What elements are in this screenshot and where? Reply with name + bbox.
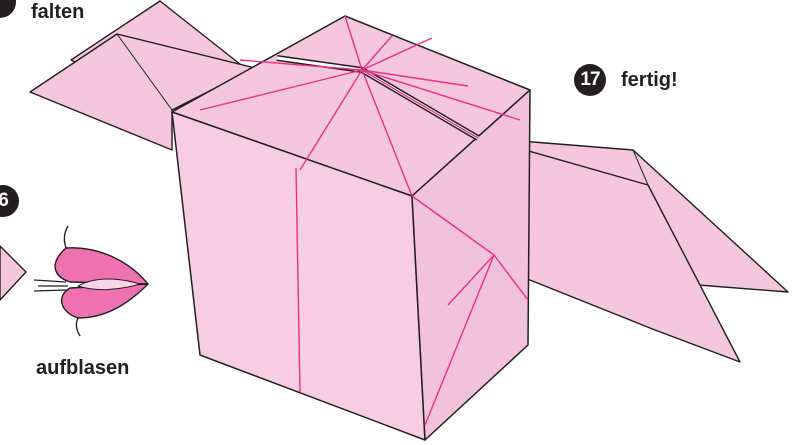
air-line-1 <box>34 280 66 282</box>
step-badge-final: 17 <box>574 64 606 96</box>
previous-step-shape <box>0 246 26 300</box>
balloon-top-stem <box>64 226 68 248</box>
inflate-balloon <box>34 226 148 336</box>
balloon-top-lobe <box>55 248 148 284</box>
air-line-3 <box>34 290 66 291</box>
balloon-bottom-stem <box>76 318 80 336</box>
inflate-instruction-label: aufblasen <box>36 358 129 378</box>
fold-instruction-label: falten <box>31 2 84 22</box>
done-label: fertig! <box>621 70 678 90</box>
partial-diamond <box>0 246 26 300</box>
